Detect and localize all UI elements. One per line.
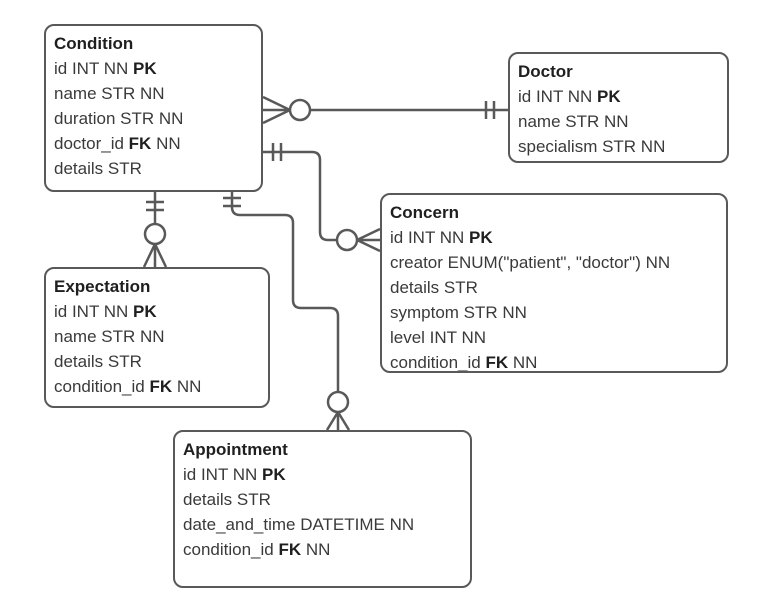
row-text: name STR NN	[518, 112, 629, 131]
entity-row: id INT NN PK	[183, 462, 462, 487]
connector-condition-concern[interactable]	[263, 143, 381, 253]
row-text: date_and_time DATETIME NN	[183, 515, 415, 534]
entity-row: specialism STR NN	[518, 134, 719, 159]
key-flag: FK	[278, 540, 302, 559]
row-text: id INT NN	[183, 465, 263, 484]
key-flag: PK	[133, 59, 157, 78]
crows-foot-many-icon	[142, 243, 168, 268]
relationship-line[interactable]	[230, 192, 340, 392]
connector-condition-appointment[interactable]	[223, 192, 351, 431]
entity-row: condition_id FK NN	[54, 374, 260, 399]
row-text: NN	[301, 540, 331, 559]
entity-row: level INT NN	[390, 325, 718, 350]
entity-row: details STR	[390, 275, 718, 300]
row-text: name STR NN	[54, 327, 165, 346]
row-text: name STR NN	[54, 84, 165, 103]
entity-title: Doctor	[518, 62, 573, 81]
one-and-only-one-hash-icon	[484, 101, 496, 119]
entity-row: details STR	[54, 156, 253, 181]
entity-row: details STR	[183, 487, 462, 512]
entity-row: creator ENUM("patient", "doctor") NN	[390, 250, 718, 275]
entity-row: id INT NN PK	[390, 225, 718, 250]
row-text: NN	[172, 377, 202, 396]
row-text: details STR	[390, 278, 478, 297]
entity-row: id INT NN PK	[54, 299, 260, 324]
row-text: symptom STR NN	[390, 303, 527, 322]
row-text: condition_id	[183, 540, 279, 559]
key-flag: PK	[262, 465, 286, 484]
entity-title: Appointment	[183, 440, 288, 459]
one-and-only-one-hash-icon	[223, 196, 241, 208]
entity-row: condition_id FK NN	[183, 537, 462, 562]
zero-circle-icon	[288, 98, 312, 122]
zero-circle-icon	[326, 390, 350, 414]
entity-title: Expectation	[54, 277, 151, 296]
relationship-line[interactable]	[263, 150, 337, 242]
one-and-only-one-hash-icon	[146, 200, 164, 212]
key-flag: PK	[469, 228, 493, 247]
connector-condition-doctor[interactable]	[262, 95, 508, 125]
row-text: id INT NN	[518, 87, 598, 106]
entity-row: date_and_time DATETIME NN	[183, 512, 462, 537]
connector-condition-expectation[interactable]	[142, 192, 168, 268]
entity-row: details STR	[54, 349, 260, 374]
row-text: level INT NN	[390, 328, 487, 347]
row-text: id INT NN	[54, 59, 134, 78]
row-text: doctor_id	[54, 134, 129, 153]
entity-row: duration STR NN	[54, 106, 253, 131]
row-text: specialism STR NN	[518, 137, 666, 156]
key-flag: PK	[597, 87, 621, 106]
row-text: details STR	[54, 159, 142, 178]
row-text: creator ENUM("patient", "doctor") NN	[390, 253, 671, 272]
entity-row: symptom STR NN	[390, 300, 718, 325]
row-text: details STR	[54, 352, 142, 371]
row-text: id INT NN	[390, 228, 470, 247]
row-text: id INT NN	[54, 302, 134, 321]
zero-circle-icon	[335, 228, 359, 252]
key-flag: FK	[128, 134, 152, 153]
crows-foot-many-icon	[325, 411, 351, 431]
row-text: condition_id	[390, 353, 486, 372]
key-flag: PK	[133, 302, 157, 321]
row-text: condition_id	[54, 377, 150, 396]
entity-row: name STR NN	[54, 81, 253, 106]
entity-title: Condition	[54, 34, 134, 53]
entity-title: Concern	[390, 203, 459, 222]
entity-row: id INT NN PK	[54, 56, 253, 81]
one-and-only-one-hash-icon	[271, 143, 283, 161]
row-text: NN	[508, 353, 538, 372]
entity-expectation[interactable]: Expectation id INT NN PK name STR NN detail…	[44, 267, 270, 408]
entity-condition[interactable]: Condition id INT NN PK name STR NN duration…	[44, 24, 263, 192]
entity-row: name STR NN	[518, 109, 719, 134]
row-text: duration STR NN	[54, 109, 184, 128]
entity-row: doctor_id FK NN	[54, 131, 253, 156]
row-text: NN	[151, 134, 181, 153]
entity-concern[interactable]: Concern id INT NN PK creator ENUM("patient…	[380, 193, 728, 373]
row-text: details STR	[183, 490, 271, 509]
crows-foot-many-icon	[356, 227, 381, 253]
key-flag: FK	[485, 353, 509, 372]
entity-row: name STR NN	[54, 324, 260, 349]
entity-appointment[interactable]: Appointment id INT NN PK details STR date_a…	[173, 430, 472, 588]
key-flag: FK	[149, 377, 173, 396]
entity-row: condition_id FK NN	[390, 350, 718, 372]
crows-foot-many-icon	[262, 95, 291, 125]
entity-row: id INT NN PK	[518, 84, 719, 109]
zero-circle-icon	[143, 222, 167, 246]
entity-doctor[interactable]: Doctor id INT NN PK name STR NN specialism …	[508, 52, 729, 163]
